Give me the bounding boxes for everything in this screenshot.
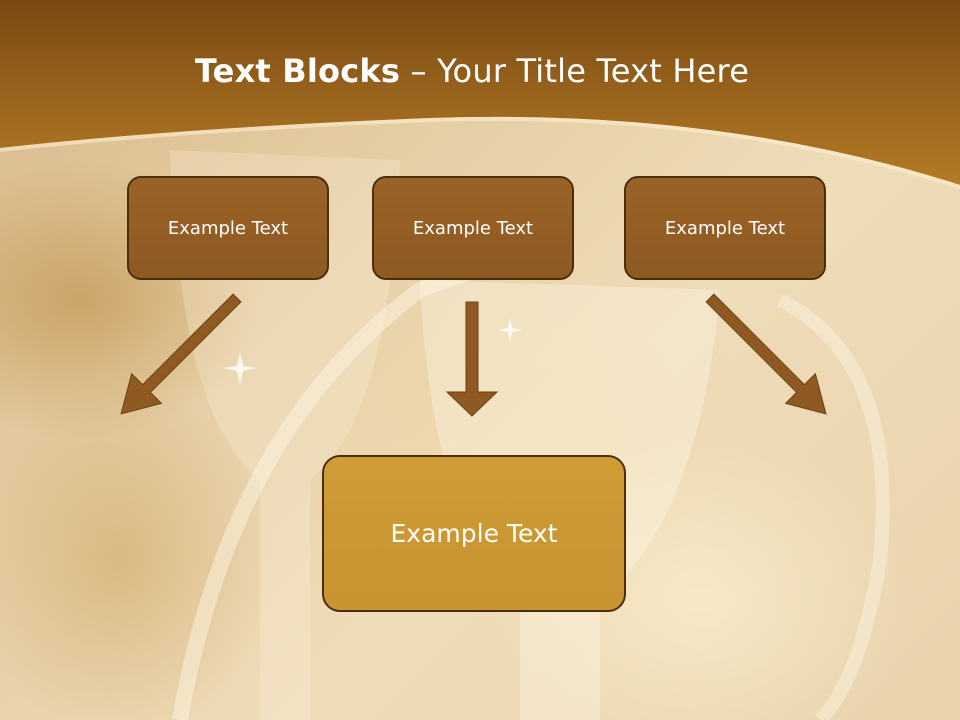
title-separator: –: [400, 52, 438, 90]
text-block-main-label: Example Text: [390, 519, 558, 548]
text-block-main[interactable]: Example Text: [322, 455, 626, 612]
text-block-right[interactable]: Example Text: [624, 176, 826, 280]
glass-shape: [170, 150, 400, 720]
text-block-center[interactable]: Example Text: [372, 176, 574, 280]
header-curve-highlight: [0, 116, 960, 189]
text-block-label: Example Text: [167, 217, 289, 239]
text-block-label: Example Text: [412, 217, 534, 239]
ribbon-shape: [776, 293, 890, 720]
text-block-label: Example Text: [664, 217, 786, 239]
title-rest: Your Title Text Here: [437, 52, 750, 90]
slide-title: Text Blocks – Your Title Text Here: [0, 52, 944, 90]
text-block-left[interactable]: Example Text: [127, 176, 329, 280]
header-band: [0, 0, 960, 185]
title-strong: Text Blocks: [194, 52, 401, 90]
